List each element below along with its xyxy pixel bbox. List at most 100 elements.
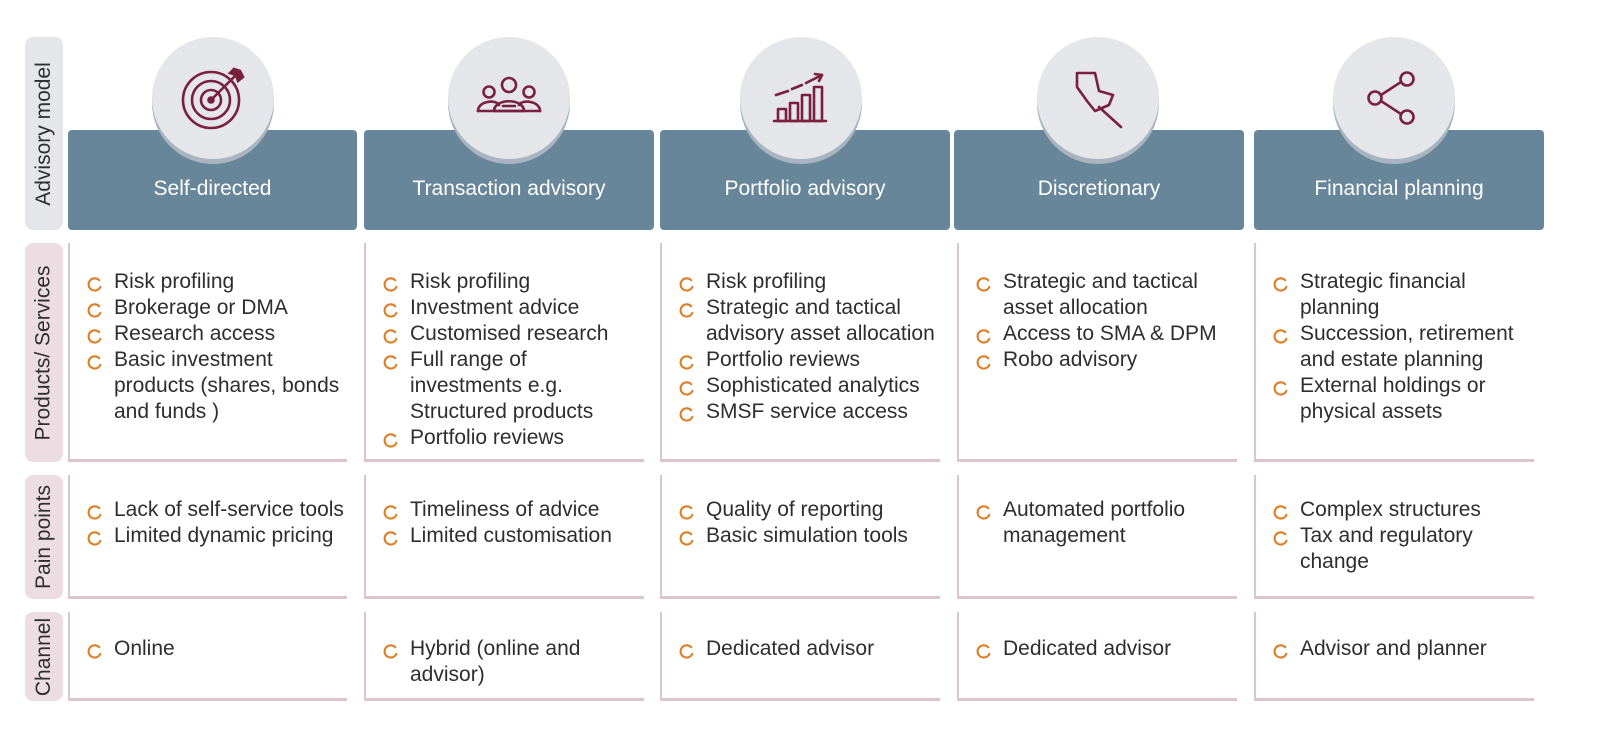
list-item-text: Limited dynamic pricing: [114, 524, 334, 547]
bullet-icon: [678, 378, 695, 396]
list-item-text: Succession, retirement and estate planni…: [1300, 322, 1514, 371]
row-label-text: Pain points: [32, 485, 55, 589]
bullet-icon: [382, 641, 399, 659]
bullet-icon: [382, 352, 399, 370]
list-item-text: Strategic financial planning: [1300, 270, 1466, 319]
list-item-text: Limited customisation: [410, 524, 612, 547]
list-item-text: Complex structures: [1300, 498, 1481, 521]
row-label-pain-points: Pain points: [25, 475, 63, 599]
list-item: Customised research: [382, 321, 644, 347]
list-item-text: Risk profiling: [706, 270, 827, 293]
bullet-icon: [382, 300, 399, 318]
growth-chart-icon: [740, 37, 862, 159]
column-title: Self-directed: [153, 177, 272, 200]
list-item-text: Portfolio reviews: [410, 426, 565, 449]
list-item-text: Lack of self-service tools: [114, 498, 344, 521]
list-item-text: Online: [114, 637, 175, 660]
list-item: Investment advice: [382, 295, 644, 321]
bullet-icon: [975, 274, 992, 292]
list-item-text: Tax and regulatory change: [1300, 524, 1473, 573]
row-label-channel: Channel: [25, 612, 63, 701]
bullet-icon: [678, 404, 695, 422]
target-icon: [152, 37, 274, 159]
list-item: Strategic and tactical asset allocation: [975, 269, 1237, 321]
list-item-text: Customised research: [410, 322, 609, 345]
column-title: Portfolio advisory: [724, 177, 886, 200]
bullet-icon: [678, 528, 695, 546]
list-item-text: Advisor and planner: [1300, 637, 1487, 660]
bullet-icon: [86, 352, 103, 370]
bullet-icon: [678, 352, 695, 370]
list-item: External holdings or physical assets: [1272, 373, 1534, 425]
channel-cell-transaction-advisory: Hybrid (online and advisor): [364, 612, 644, 701]
list-item: Brokerage or DMA: [86, 295, 347, 321]
bullet-icon: [382, 274, 399, 292]
list-item-text: External holdings or physical assets: [1300, 374, 1486, 423]
list-item: Quality of reporting: [678, 497, 940, 523]
bullet-icon: [86, 641, 103, 659]
list-item: Basic investment products (shares, bonds…: [86, 347, 347, 425]
people-group-icon: [448, 37, 570, 159]
list-item: Tax and regulatory change: [1272, 523, 1534, 575]
bullet-icon: [1272, 326, 1289, 344]
list-item: Full range of investments e.g. Structure…: [382, 347, 644, 425]
bullet-icon: [1272, 378, 1289, 396]
list-item: Risk profiling: [86, 269, 347, 295]
bullet-icon: [382, 326, 399, 344]
list-item: Succession, retirement and estate planni…: [1272, 321, 1534, 373]
bullet-icon: [86, 528, 103, 546]
bullet-icon: [86, 502, 103, 520]
list-item: Basic simulation tools: [678, 523, 940, 549]
bullet-icon: [975, 326, 992, 344]
list-item: Dedicated advisor: [678, 636, 940, 662]
bullet-icon: [975, 352, 992, 370]
channel-list: Dedicated advisor: [959, 612, 1237, 662]
bullet-icon: [1272, 641, 1289, 659]
channel-list: Online: [70, 612, 347, 662]
list-item-text: SMSF service access: [706, 400, 908, 423]
channel-list: Dedicated advisor: [662, 612, 940, 662]
channel-list: Hybrid (online and advisor): [366, 612, 644, 688]
list-item: Portfolio reviews: [382, 425, 644, 451]
list-item: Online: [86, 636, 347, 662]
channel-cell-portfolio-advisory: Dedicated advisor: [660, 612, 940, 701]
bullet-icon: [86, 274, 103, 292]
bullet-icon: [86, 326, 103, 344]
list-item-text: Quality of reporting: [706, 498, 884, 521]
column-title: Transaction advisory: [412, 177, 606, 200]
list-item-text: Robo advisory: [1003, 348, 1138, 371]
list-item-text: Investment advice: [410, 296, 580, 319]
list-item: Risk profiling: [382, 269, 644, 295]
row-label-text: Channel: [32, 617, 56, 696]
channel-cell-discretionary: Dedicated advisor: [957, 612, 1237, 701]
bullet-icon: [1272, 502, 1289, 520]
list-item: Timeliness of advice: [382, 497, 644, 523]
list-item-text: Basic simulation tools: [706, 524, 908, 547]
bullet-icon: [382, 528, 399, 546]
bullet-icon: [975, 641, 992, 659]
pain-points-list: Automated portfolio management: [959, 475, 1237, 549]
bullet-icon: [678, 274, 695, 292]
channel-cell-self-directed: Online: [68, 612, 347, 701]
list-item: Research access: [86, 321, 347, 347]
list-item: SMSF service access: [678, 399, 940, 425]
share-network-icon: [1333, 37, 1455, 159]
list-item-text: Brokerage or DMA: [114, 296, 288, 319]
list-item: Advisor and planner: [1272, 636, 1534, 662]
list-item: Portfolio reviews: [678, 347, 940, 373]
list-item-text: Dedicated advisor: [706, 637, 875, 660]
list-item: Access to SMA & DPM: [975, 321, 1237, 347]
